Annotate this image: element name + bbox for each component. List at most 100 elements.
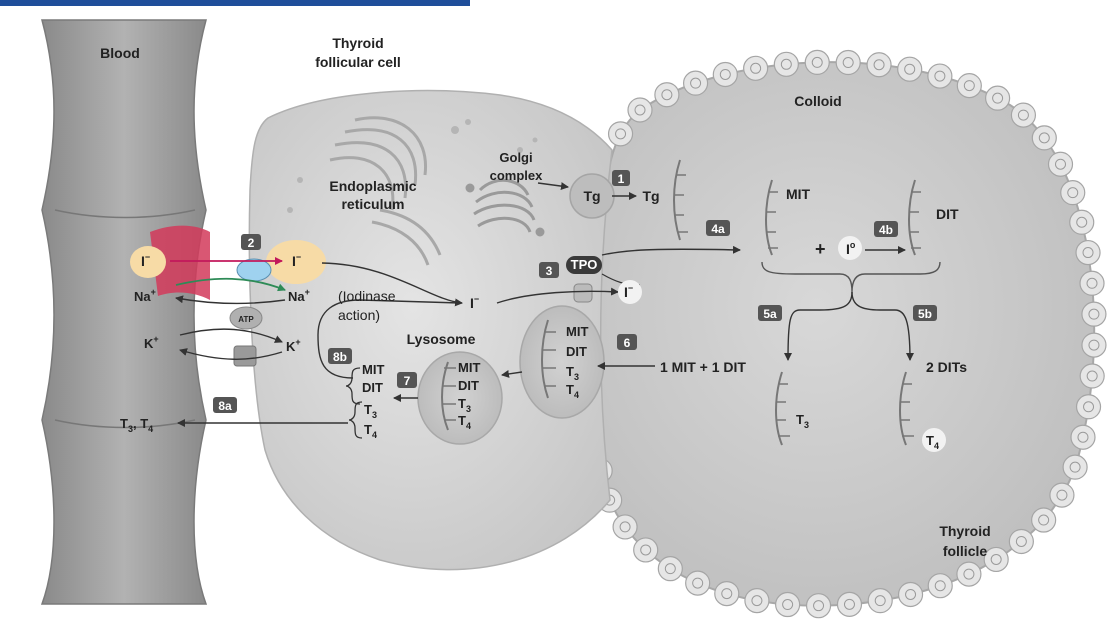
epithelial-cell-nucleus	[751, 595, 763, 607]
step-box-7: 7	[397, 372, 417, 388]
svg-text:4b: 4b	[879, 223, 893, 237]
lysosome-mit-label: MIT	[458, 360, 480, 375]
potassium-cell-label: K+	[286, 337, 301, 354]
epithelial-cell-nucleus	[992, 92, 1004, 104]
sodium-blood-label: Na+	[134, 287, 156, 304]
epithelial-cell	[1075, 394, 1102, 420]
iodide-cell-label: I−	[292, 252, 301, 269]
endoplasmic-reticulum-shape	[329, 116, 442, 266]
tpo-label: TPO	[571, 257, 598, 272]
iodide-colloid-bubble	[618, 280, 642, 304]
epithelial-cell	[1047, 151, 1074, 177]
epithelial-cell-nucleus	[843, 598, 855, 610]
step-box-4a: 4a	[706, 220, 730, 236]
coupling-arrow-5a	[784, 291, 853, 361]
svg-text:3: 3	[546, 264, 553, 278]
lysosome-fusion-arrow	[501, 370, 523, 378]
iodine-atom-bubble	[838, 236, 862, 260]
epithelial-cell	[1062, 454, 1088, 480]
tg-chain-lysosome	[441, 361, 456, 431]
iodinase-label-line2: action)	[338, 307, 380, 323]
epithelial-cell	[1079, 363, 1105, 389]
epithelial-cell-nucleus	[1038, 514, 1050, 526]
epithelial-cell-nucleus	[1038, 132, 1050, 144]
sodium-transport-arrow	[175, 277, 286, 292]
t4-bubble	[922, 428, 946, 452]
top-band	[0, 0, 470, 6]
endocytotic-vesicle	[519, 305, 605, 419]
svg-text:8a: 8a	[218, 399, 232, 413]
epithelial-cell-nucleus	[1017, 109, 1029, 121]
epithelial-cell	[1070, 424, 1096, 450]
sodium-cell-label: Na+	[288, 287, 310, 304]
released-dit-label: DIT	[362, 380, 383, 395]
epithelial-cell-nucleus	[1088, 339, 1100, 351]
epithelial-cell-nucleus	[640, 544, 652, 556]
epithelial-cell	[627, 97, 653, 123]
epithelial-cell-nucleus	[690, 77, 702, 89]
epithelial-cell	[1049, 482, 1075, 508]
epithelial-cell-nucleus	[721, 588, 733, 600]
epithelial-cell	[685, 570, 711, 596]
step-box-5a: 5a	[758, 305, 782, 321]
thyroid-follicle	[589, 61, 1096, 607]
iodide-highlight-blood	[130, 246, 166, 278]
iodide-apical-label: I−	[470, 294, 479, 311]
thyroid-follicle-label-line2: follicle	[943, 543, 988, 559]
epithelial-cell	[956, 73, 982, 99]
epithelial-cell-nucleus	[719, 68, 731, 80]
epithelial-cell	[1031, 125, 1057, 151]
iodide-colloid-label: I−	[624, 283, 633, 300]
epithelial-cell-nucleus	[1086, 277, 1098, 289]
epithelial-cell	[804, 49, 830, 75]
vesicle-t3-label: T3	[566, 364, 579, 382]
vesicle-dit-label: DIT	[566, 344, 587, 359]
lysosome-dit-label: DIT	[458, 378, 479, 393]
lysosome-label: Lysosome	[407, 331, 476, 347]
epithelial-cell-nucleus	[1088, 308, 1100, 320]
released-t3-label: T3	[364, 402, 377, 420]
sodium-pump-arrow	[175, 295, 286, 305]
step-box-8b: 8b	[328, 348, 352, 364]
dit-label: DIT	[936, 206, 959, 222]
lysosome-t3-label: T3	[458, 396, 471, 414]
golgi-label-line2: complex	[490, 168, 544, 183]
iodide-blood-label: I−	[141, 252, 150, 269]
epithelial-cell	[744, 588, 770, 614]
mit-label: MIT	[786, 186, 811, 202]
er-label-line1: Endoplasmic	[329, 178, 416, 194]
epithelial-cell-nucleus	[1086, 370, 1098, 382]
atp-label: ATP	[238, 315, 254, 324]
epithelial-cell-nucleus	[1055, 158, 1067, 170]
epithelial-cell-nucleus	[1067, 187, 1079, 199]
iodide-apical-transport-arrow	[496, 287, 619, 304]
step-box-3: 3	[539, 262, 559, 278]
er-ribosome-dots	[287, 119, 538, 213]
epithelial-cell-nucleus	[780, 58, 792, 70]
epithelial-cell	[1069, 209, 1095, 235]
epithelial-cell	[1075, 239, 1101, 266]
blood-label: Blood	[100, 45, 140, 61]
epithelial-cell-nucleus	[634, 104, 646, 116]
epithelial-cell-nucleus	[1082, 247, 1094, 259]
t4-colloid-label: T4	[926, 433, 939, 451]
tg-label-colloid: Tg	[642, 188, 659, 204]
epithelial-cell-nucleus	[990, 553, 1002, 565]
tg-chain-mit	[765, 179, 778, 256]
golgi-label-line1: Golgi	[499, 150, 532, 165]
tg-chain-t3	[775, 371, 790, 446]
svg-text:1: 1	[618, 172, 625, 186]
epithelial-cell-nucleus	[1076, 216, 1088, 228]
epithelial-cell-nucleus	[934, 580, 946, 592]
epithelial-cell	[1008, 528, 1034, 555]
epithelial-cell	[612, 514, 638, 540]
one-mit-one-dit-label: 1 MIT + 1 DIT	[660, 359, 746, 375]
epithelial-cell	[897, 56, 923, 82]
epithelial-cell-nucleus	[664, 563, 676, 575]
epithelial-cell	[1079, 270, 1105, 296]
epithelial-cell	[654, 82, 680, 108]
svg-text:5b: 5b	[918, 307, 932, 321]
epithelial-cell-nucleus	[811, 56, 823, 68]
iodide-to-apical-arrow	[321, 262, 463, 307]
epithelial-cell	[633, 537, 659, 563]
